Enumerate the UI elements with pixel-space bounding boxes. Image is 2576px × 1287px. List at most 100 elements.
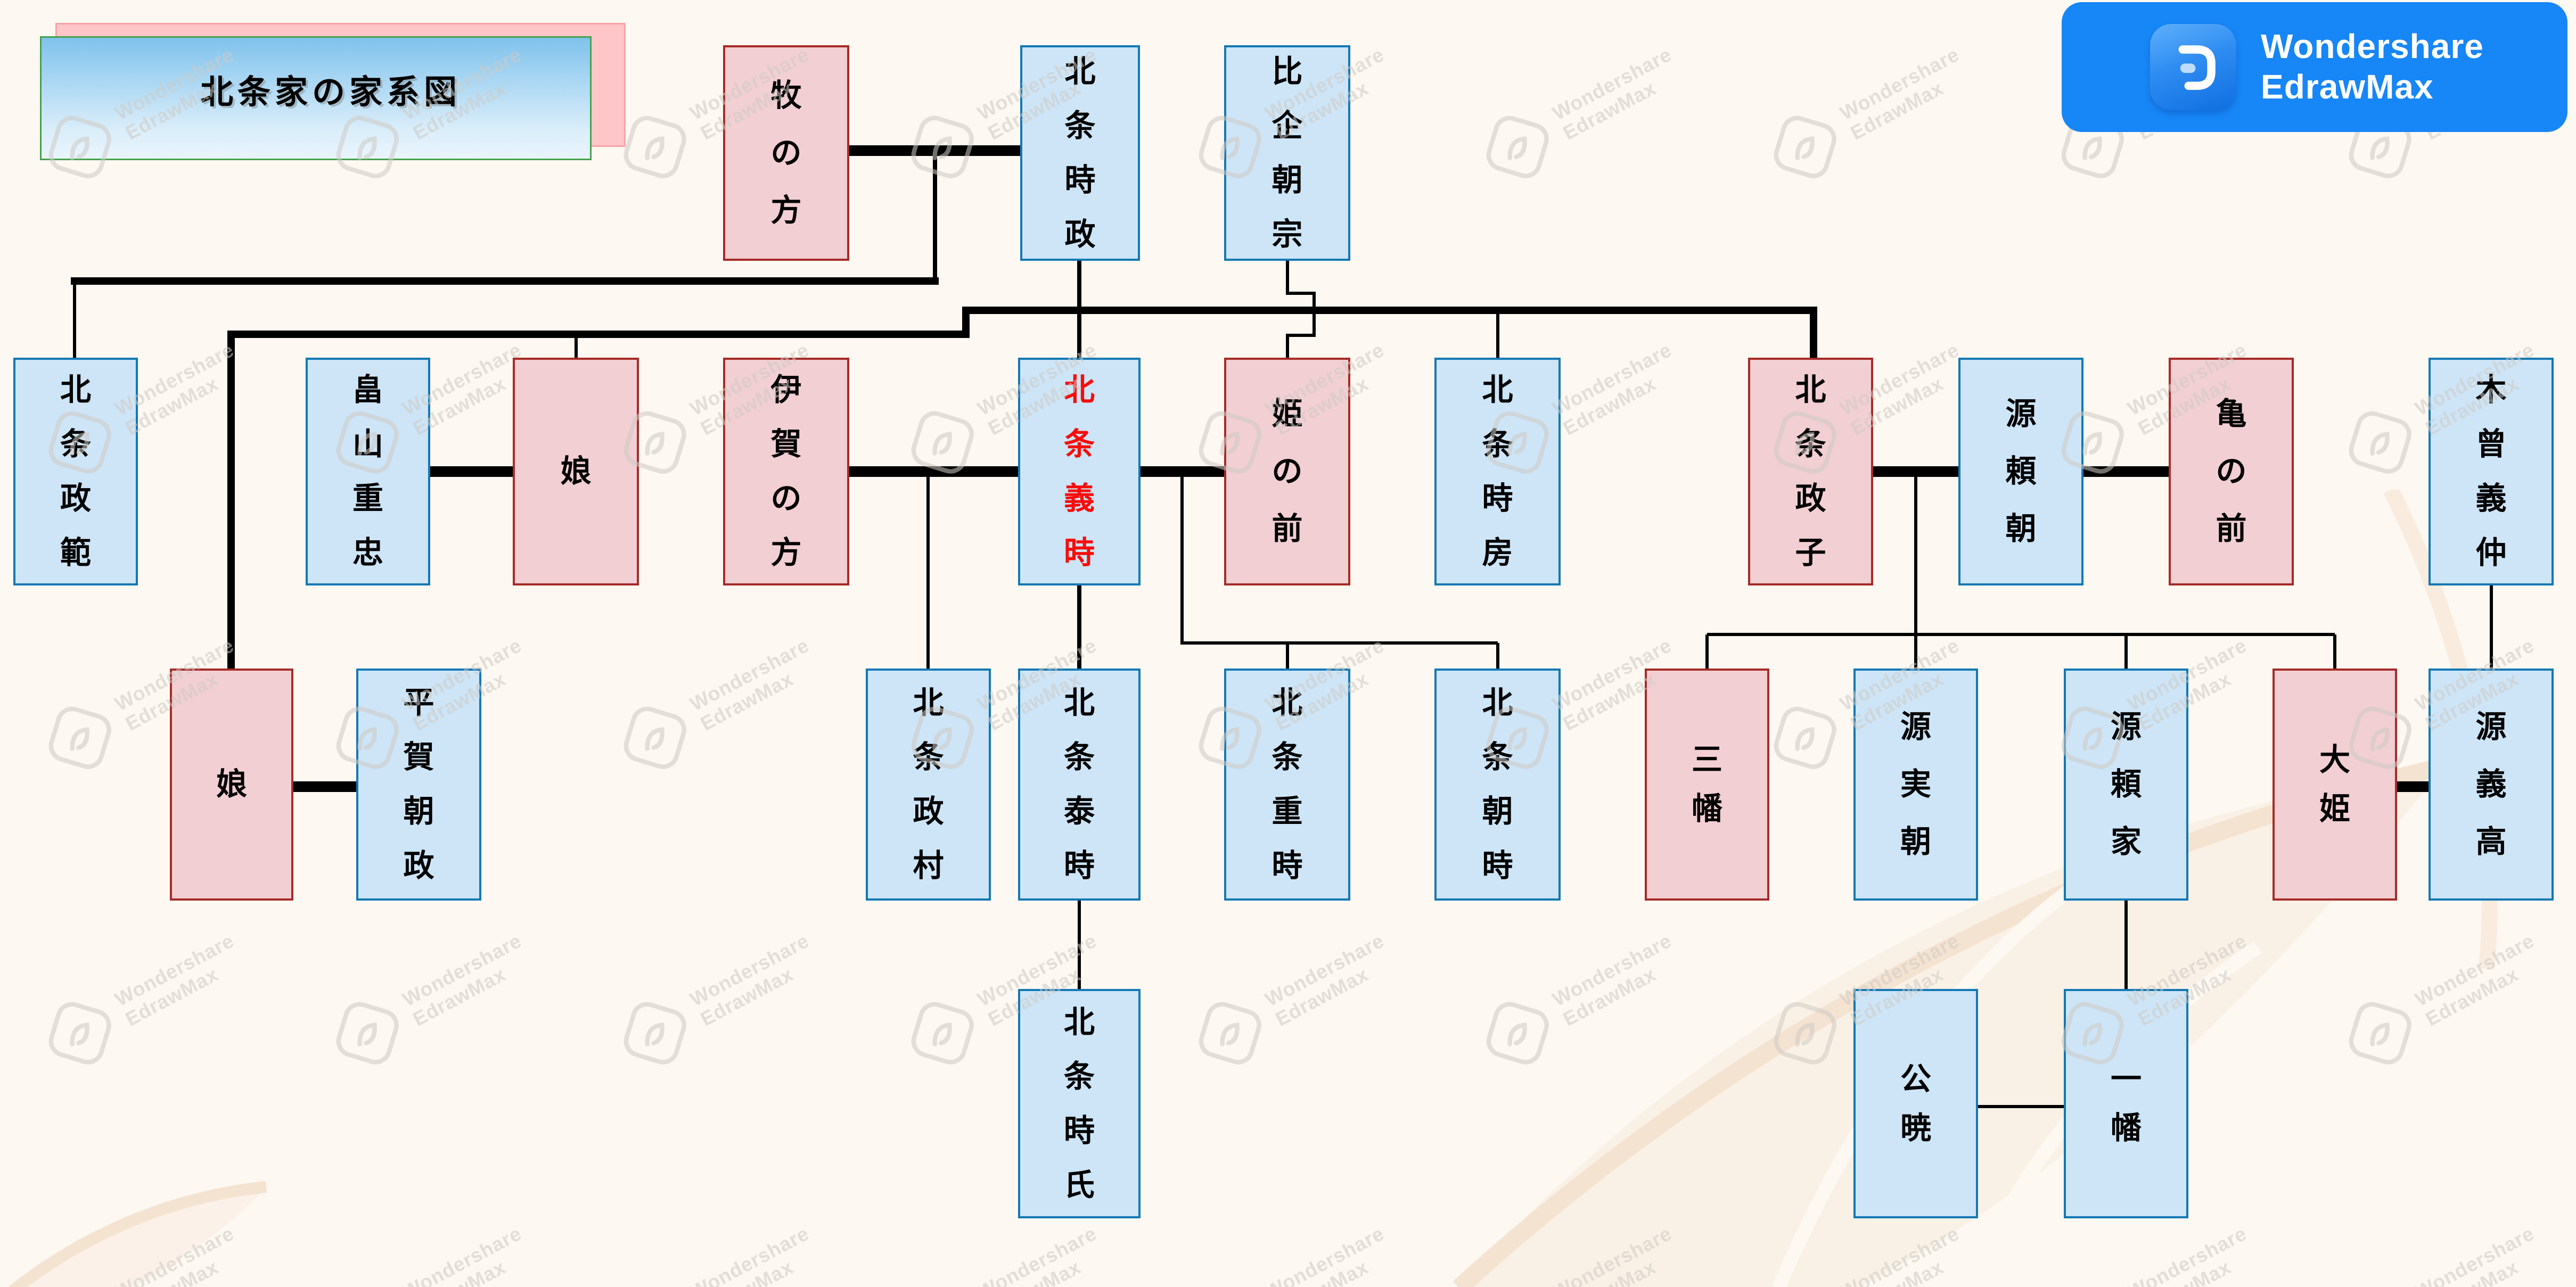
person-label-char: 源 (1900, 710, 1931, 744)
edrawmax-glyph-icon (2178, 45, 2216, 90)
connector-line (1077, 261, 1081, 358)
logo-line1: Wondershare (2261, 27, 2484, 66)
person-node-ohime: 大姫 (2273, 669, 2397, 901)
person-label-char: 高 (2475, 824, 2507, 859)
watermark-diamond-icon (26, 1272, 134, 1287)
connector-line (575, 334, 578, 358)
person-label-char: 忠 (352, 535, 383, 570)
connector-line (1978, 1105, 2064, 1108)
watermark-diamond-icon (1774, 116, 1836, 178)
person-node-minamoto-yoshitaka: 源義高 (2429, 669, 2554, 901)
connector-line (933, 151, 937, 281)
connector-line (1707, 633, 2335, 636)
connector-line (2083, 466, 2169, 477)
person-label-char: 北 (1064, 54, 1096, 89)
connector-line (227, 331, 970, 338)
person-label-char: 頼 (2110, 767, 2142, 802)
watermark-diamond-icon (48, 1002, 111, 1065)
person-label-char: 山 (352, 427, 383, 461)
person-label-char: 頼 (2005, 454, 2037, 489)
watermark-diamond-icon (336, 1002, 399, 1065)
watermark-diamond-icon (1486, 116, 1549, 178)
watermark-diamond-icon (889, 1272, 997, 1287)
person-label-char: 条 (1063, 1059, 1095, 1094)
connector-line (1286, 292, 1316, 295)
person-label-char: 氏 (1063, 1167, 1095, 1202)
title-banner: 北条家の家系図 (40, 36, 592, 160)
person-label-char: 実 (1900, 767, 1931, 802)
person-node-minamoto-sanetomo: 源実朝 (1853, 669, 1978, 901)
person-label-char: 条 (1271, 740, 1303, 774)
person-node-minamoto-yoriie: 源頼家 (2064, 669, 2188, 901)
person-node-hojo-tomotoki: 北条朝時 (1434, 669, 1561, 901)
person-label-char: 朝 (1482, 794, 1513, 829)
person-label-char: の (1271, 454, 1303, 489)
person-node-hime-no-mae: 姫の前 (1224, 358, 1350, 585)
person-label-char: 北 (1482, 686, 1513, 720)
person-label-char: 時 (1063, 1113, 1095, 1148)
connector-line (1077, 585, 1081, 669)
person-label-char: の (770, 135, 802, 170)
person-node-hojo-tokiuji: 北条時氏 (1018, 989, 1141, 1218)
person-label-char: 暁 (1900, 1110, 1931, 1145)
connector-line (926, 472, 930, 669)
person-label-char: 条 (60, 427, 91, 461)
person-label-char: 朝 (2005, 512, 2037, 546)
person-label-char: 前 (2216, 512, 2247, 546)
person-node-musume-1: 娘 (513, 358, 639, 585)
person-label-char: 源 (2110, 710, 2142, 744)
person-label-char: 範 (60, 535, 91, 570)
person-label-char: 条 (913, 740, 944, 774)
person-label-char: 義 (2475, 767, 2507, 802)
person-label-char: 時 (1063, 848, 1095, 883)
connector-line (2490, 585, 2493, 669)
watermark-diamond-icon (1486, 1002, 1549, 1065)
person-label-char: 平 (403, 686, 434, 720)
person-label-char: 幡 (2110, 1110, 2142, 1145)
person-label-char: 政 (60, 481, 91, 516)
person-label-char: 北 (1063, 373, 1095, 407)
person-node-hatakeyama-shigetada: 畠山重忠 (306, 358, 430, 585)
person-node-hojo-tokifusa: 北条時房 (1434, 358, 1561, 585)
connector-line (71, 277, 939, 285)
watermark-diamond-icon (1199, 1002, 1261, 1065)
connector-line (1180, 472, 1184, 645)
person-label-char: 政 (403, 848, 434, 883)
person-label-char: 時 (1064, 162, 1096, 197)
person-label-char: 牧 (770, 78, 802, 113)
person-label-char: 時 (1482, 481, 1513, 516)
person-label-char: 仲 (2475, 535, 2507, 570)
logo-wordmark: Wondershare EdrawMax (2261, 27, 2484, 107)
person-label-char: 曾 (2475, 427, 2507, 461)
person-label-char: 条 (1064, 108, 1096, 143)
connector-line (1286, 334, 1316, 337)
person-label-char: 北 (1063, 1004, 1095, 1040)
person-node-kugyo: 公暁 (1853, 989, 1978, 1218)
person-node-hojo-masamura: 北条政村 (866, 669, 991, 901)
person-label-char: 政 (1064, 217, 1096, 252)
person-node-hojo-shigetoki: 北条重時 (1224, 669, 1350, 901)
watermark-diamond-icon (2039, 1272, 2147, 1287)
leaf-watermark-bottom-left (8, 1181, 267, 1287)
person-label-char: 義 (1063, 481, 1095, 516)
person-node-minamoto-yoritomo: 源頼朝 (1958, 358, 2083, 585)
watermark-diamond-icon (2326, 1272, 2434, 1287)
connector-line (1078, 901, 1081, 989)
connector-line (1810, 307, 1817, 358)
person-label-char: 朝 (1271, 162, 1303, 197)
